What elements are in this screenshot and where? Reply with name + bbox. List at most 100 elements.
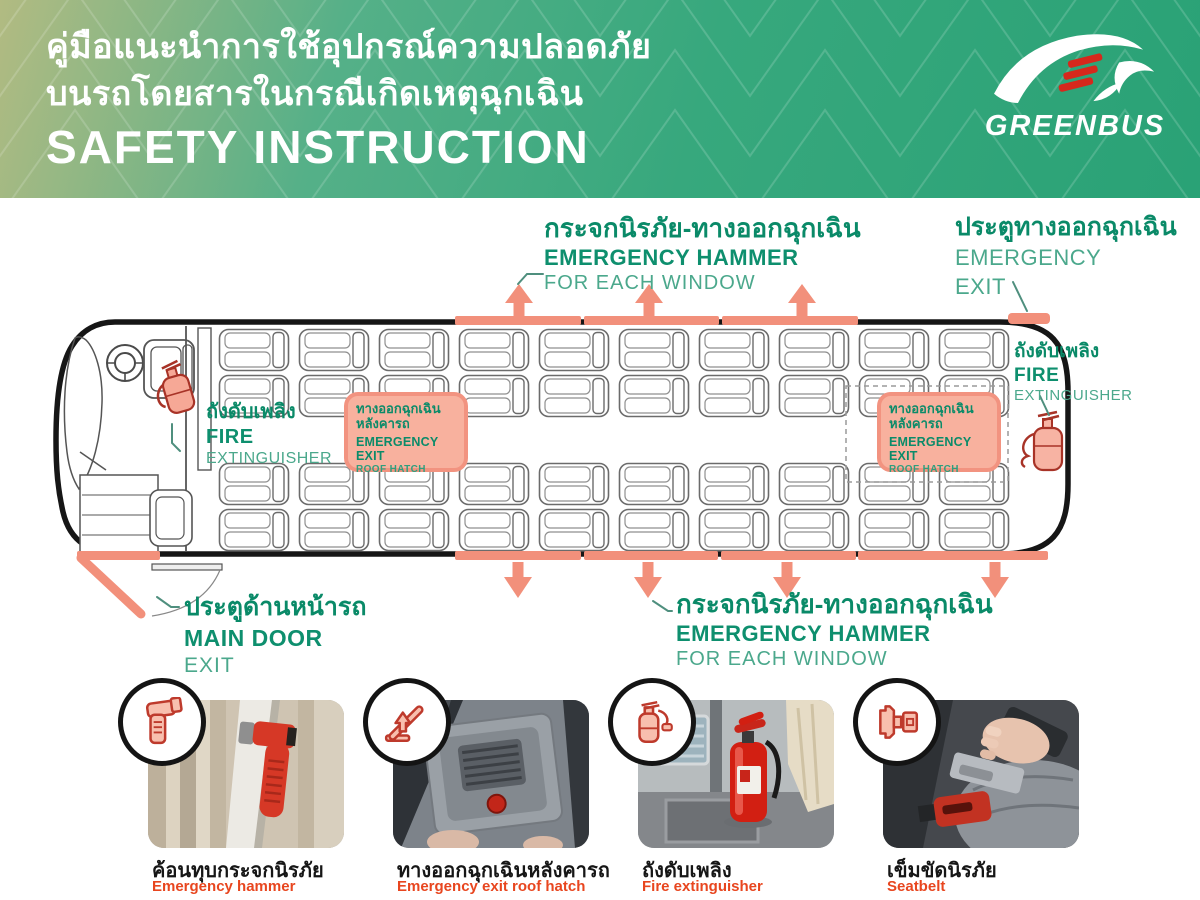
label-thai: ถังดับเพลิง: [206, 401, 296, 423]
callout-caption-english: Seatbelt: [887, 878, 946, 895]
callout-roof-hatch: ทางออกฉุกเฉินหลังคารถ Emergency exit roo…: [363, 678, 610, 895]
main-door-label: ประตูด้านหน้ารถ MAIN DOOR EXIT: [184, 594, 367, 678]
emergency-exit-arrows-down: [504, 562, 1009, 598]
passenger-seat: [698, 374, 770, 418]
bottom-emergency-hammer-label: กระจกนิรภัย-ทางออกฉุกเฉิน EMERGENCY HAMM…: [676, 590, 993, 670]
rear-roof-hatch-label: ทางออกฉุกเฉิน หลังคารถ EMERGENCY EXIT RO…: [877, 392, 1001, 475]
label-english-light: FOR EACH WINDOW: [676, 647, 888, 670]
seatbelt-icon: [879, 705, 919, 739]
arrow-up-icon: [788, 284, 816, 320]
emergency-exit-arrows-up: [505, 284, 816, 320]
passenger-seat: [538, 328, 610, 372]
label-thai-line1: ทางออกฉุกเฉิน: [356, 401, 441, 416]
hammer-icon: [145, 697, 183, 745]
label-english-bold: FIRE: [1014, 364, 1060, 386]
passenger-seat: [538, 508, 610, 552]
bus-floorplan-diagram: [53, 273, 1071, 619]
passenger-seat: [618, 374, 690, 418]
label-english-light: ROOF HATCH: [356, 464, 426, 476]
label-thai: กระจกนิรภัย-ทางออกฉุกเฉิน: [544, 213, 861, 243]
label-english-light: EXTINGUISHER: [206, 450, 333, 468]
passenger-seat: [698, 508, 770, 552]
top-emergency-hammer-label: กระจกนิรภัย-ทางออกฉุกเฉิน EMERGENCY HAMM…: [544, 214, 861, 294]
passenger-seat: [458, 328, 530, 372]
arrow-down-icon: [634, 562, 662, 598]
passenger-seat: [218, 508, 290, 552]
title-thai-line2: บนรถโดยสารในกรณีเกิดเหตุฉุกเฉิน: [46, 75, 584, 113]
passenger-seat: [218, 462, 290, 506]
passenger-seat: [858, 508, 930, 552]
brand-name: GREENBUS: [984, 110, 1166, 142]
label-english-bold: EMERGENCY HAMMER: [676, 621, 931, 647]
label-english-line1: EMERGENCY: [955, 245, 1102, 270]
attendant-seat: [149, 489, 193, 547]
rear-fire-extinguisher-icon: [1020, 410, 1064, 472]
passenger-seat: [938, 328, 1010, 372]
seatbelt-badge: [853, 678, 941, 766]
passenger-seat: [298, 508, 370, 552]
emergency-exit-door-label: ประตูทางออกฉุกเฉิน EMERGENCY EXIT: [955, 214, 1177, 299]
hammer-badge: [118, 678, 206, 766]
windshield: [63, 336, 107, 491]
fire-extinguisher-badge: [608, 678, 696, 766]
callout-caption-thai: ค้อนทุบกระจกนิรภัย: [152, 860, 324, 882]
cabinet: [197, 327, 212, 471]
callout-caption-english: Emergency hammer: [152, 878, 296, 895]
passenger-seat: [458, 508, 530, 552]
greenbus-logo: GREENBUS: [980, 22, 1170, 143]
passenger-seat: [938, 508, 1010, 552]
greenbus-logo-icon: [994, 34, 1155, 103]
label-thai: กระจกนิรภัย-ทางออกฉุกเฉิน: [676, 589, 993, 619]
front-steps: [79, 474, 159, 553]
label-thai-line2: หลังคารถ: [889, 415, 943, 431]
passenger-seat: [778, 508, 850, 552]
passenger-seat: [378, 508, 450, 552]
label-english-bold: EMERGENCY EXIT: [356, 435, 439, 464]
label-thai: ถังดับเพลิง: [1014, 341, 1100, 362]
roof-hatch-icon: [384, 705, 424, 742]
header-banner: คู่มือแนะนำการใช้อุปกรณ์ความปลอดภัย บนรถ…: [0, 0, 1200, 198]
page-title: คู่มือแนะนำการใช้อุปกรณ์ความปลอดภัย บนรถ…: [46, 24, 651, 174]
passenger-seat: [858, 328, 930, 372]
passenger-seat: [618, 462, 690, 506]
label-connectors: [156, 273, 1050, 612]
passenger-seat: [458, 374, 530, 418]
passenger-seat: [778, 374, 850, 418]
callout-caption-english: Emergency exit roof hatch: [397, 878, 586, 895]
arrow-up-icon: [505, 284, 533, 320]
front-roof-hatch-label: ทางออกฉุกเฉิน หลังคารถ EMERGENCY EXIT RO…: [344, 392, 468, 476]
label-thai-line1: ทางออกฉุกเฉิน: [889, 401, 974, 416]
label-thai: ประตูทางออกฉุกเฉิน: [955, 213, 1177, 241]
passenger-seat: [218, 328, 290, 372]
passenger-seat: [618, 328, 690, 372]
rear-fire-extinguisher-label: ถังดับเพลิง FIRE EXTINGUISHER: [1014, 341, 1133, 404]
callout-caption-english: Fire extinguisher: [642, 878, 763, 895]
label-english-line2: EXIT: [955, 273, 1006, 299]
label-english-bold: MAIN DOOR: [184, 625, 323, 651]
passenger-seat: [698, 328, 770, 372]
front-fire-extinguisher-icon: [156, 359, 196, 414]
passenger-seat: [778, 328, 850, 372]
callout-fire-extinguisher: ถังดับเพลิง Fire extinguisher: [608, 678, 853, 895]
title-thai-line1: คู่มือแนะนำการใช้อุปกรณ์ความปลอดภัย: [46, 28, 652, 66]
label-english-bold: EMERGENCY HAMMER: [544, 245, 799, 271]
rear-roof-hatch-zone: [845, 385, 1009, 483]
passenger-seat: [458, 462, 530, 506]
arrow-down-icon: [504, 562, 532, 598]
arrow-down-icon: [981, 562, 1009, 598]
label-english-bold: EMERGENCY EXIT: [889, 435, 972, 464]
arrow-down-icon: [773, 562, 801, 598]
arrow-up-icon: [635, 284, 663, 320]
label-thai: ประตูด้านหน้ารถ: [184, 593, 367, 621]
passenger-seat: [698, 462, 770, 506]
emergency-window-strips-bottom: [455, 551, 1048, 560]
steering-wheel: [106, 344, 144, 382]
label-english-bold: FIRE: [206, 425, 254, 448]
fire-extinguisher-icon: [638, 700, 673, 744]
label-english-light: FOR EACH WINDOW: [544, 271, 756, 294]
passenger-seat: [378, 328, 450, 372]
passenger-seat: [618, 508, 690, 552]
front-fire-extinguisher-label: ถังดับเพลิง FIRE EXTINGUISHER: [206, 401, 333, 468]
callout-seatbelt: เข็มขัดนิรภัย Seatbelt: [853, 678, 1098, 895]
